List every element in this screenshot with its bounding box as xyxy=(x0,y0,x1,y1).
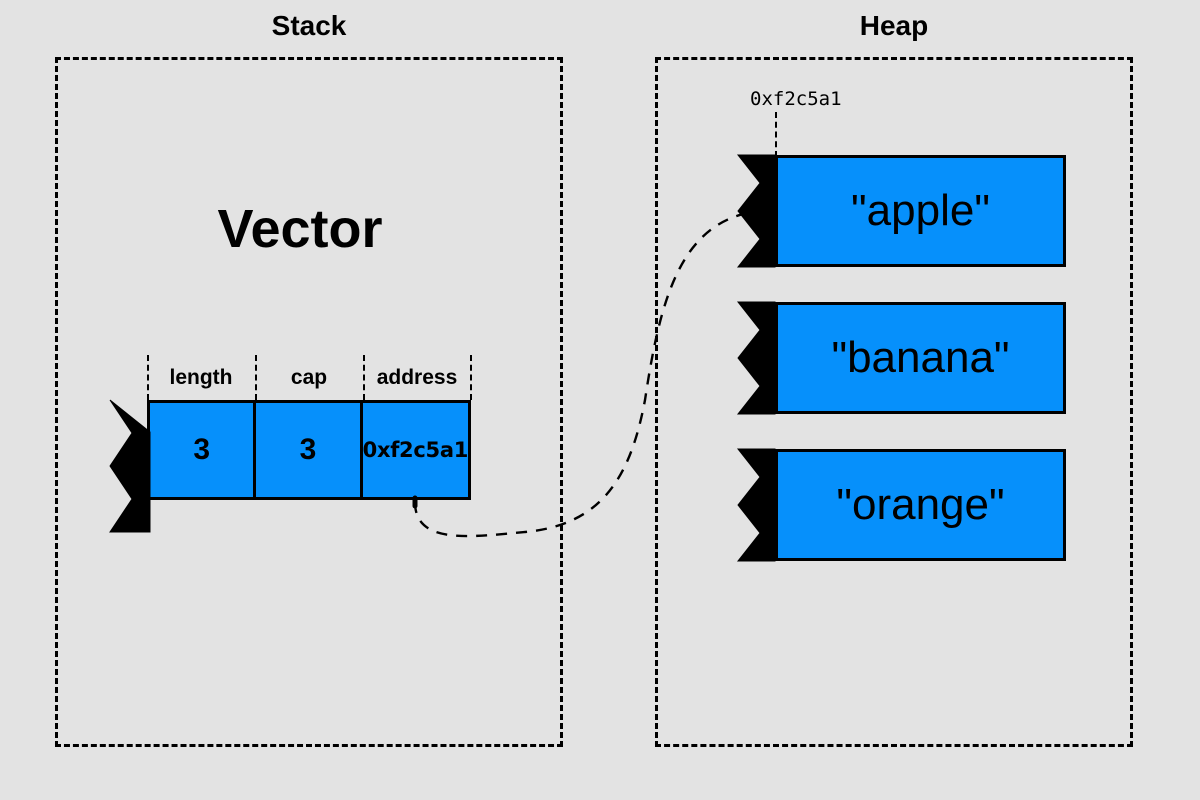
struct-cell-length: 3 xyxy=(150,403,257,497)
field-header-length: length xyxy=(169,365,233,389)
heap-block-banana: "banana" xyxy=(738,302,1066,414)
heap-block-banana-value: "banana" xyxy=(831,333,1010,382)
vector-struct-cells: 3 3 0xf2c5a1 xyxy=(147,400,471,500)
heap-block-orange-value: "orange" xyxy=(836,480,1005,529)
struct-value-address: 0xf2c5a1 xyxy=(362,437,469,462)
heap-block-apple: "apple" xyxy=(738,155,1066,267)
stack-region-title: Stack xyxy=(271,10,347,41)
heap-block-orange-box: "orange" xyxy=(775,449,1066,561)
field-divider-tick-1 xyxy=(255,355,257,400)
heap-address-annotation: 0xf2c5a1 xyxy=(750,88,842,110)
field-header-cap: cap xyxy=(290,365,328,389)
heap-block-orange: "orange" xyxy=(738,449,1066,561)
field-divider-tick-2 xyxy=(363,355,365,400)
struct-cell-cap: 3 xyxy=(256,403,363,497)
struct-value-cap: 3 xyxy=(299,433,317,466)
heap-block-banana-box: "banana" xyxy=(775,302,1066,414)
vector-struct: 3 3 0xf2c5a1 xyxy=(147,400,471,500)
field-header-address: address xyxy=(376,365,458,389)
struct-field-headers: length cap address xyxy=(147,355,471,400)
vector-structure-label: Vector xyxy=(217,199,383,259)
heap-address-leader-line xyxy=(775,112,777,157)
heap-region-title: Heap xyxy=(859,10,929,41)
field-divider-tick-0 xyxy=(147,355,149,400)
struct-cell-address: 0xf2c5a1 xyxy=(362,403,469,497)
heap-block-apple-value: "apple" xyxy=(851,186,990,235)
heap-block-apple-box: "apple" xyxy=(775,155,1066,267)
field-divider-tick-3 xyxy=(470,355,472,400)
struct-value-length: 3 xyxy=(193,433,210,466)
